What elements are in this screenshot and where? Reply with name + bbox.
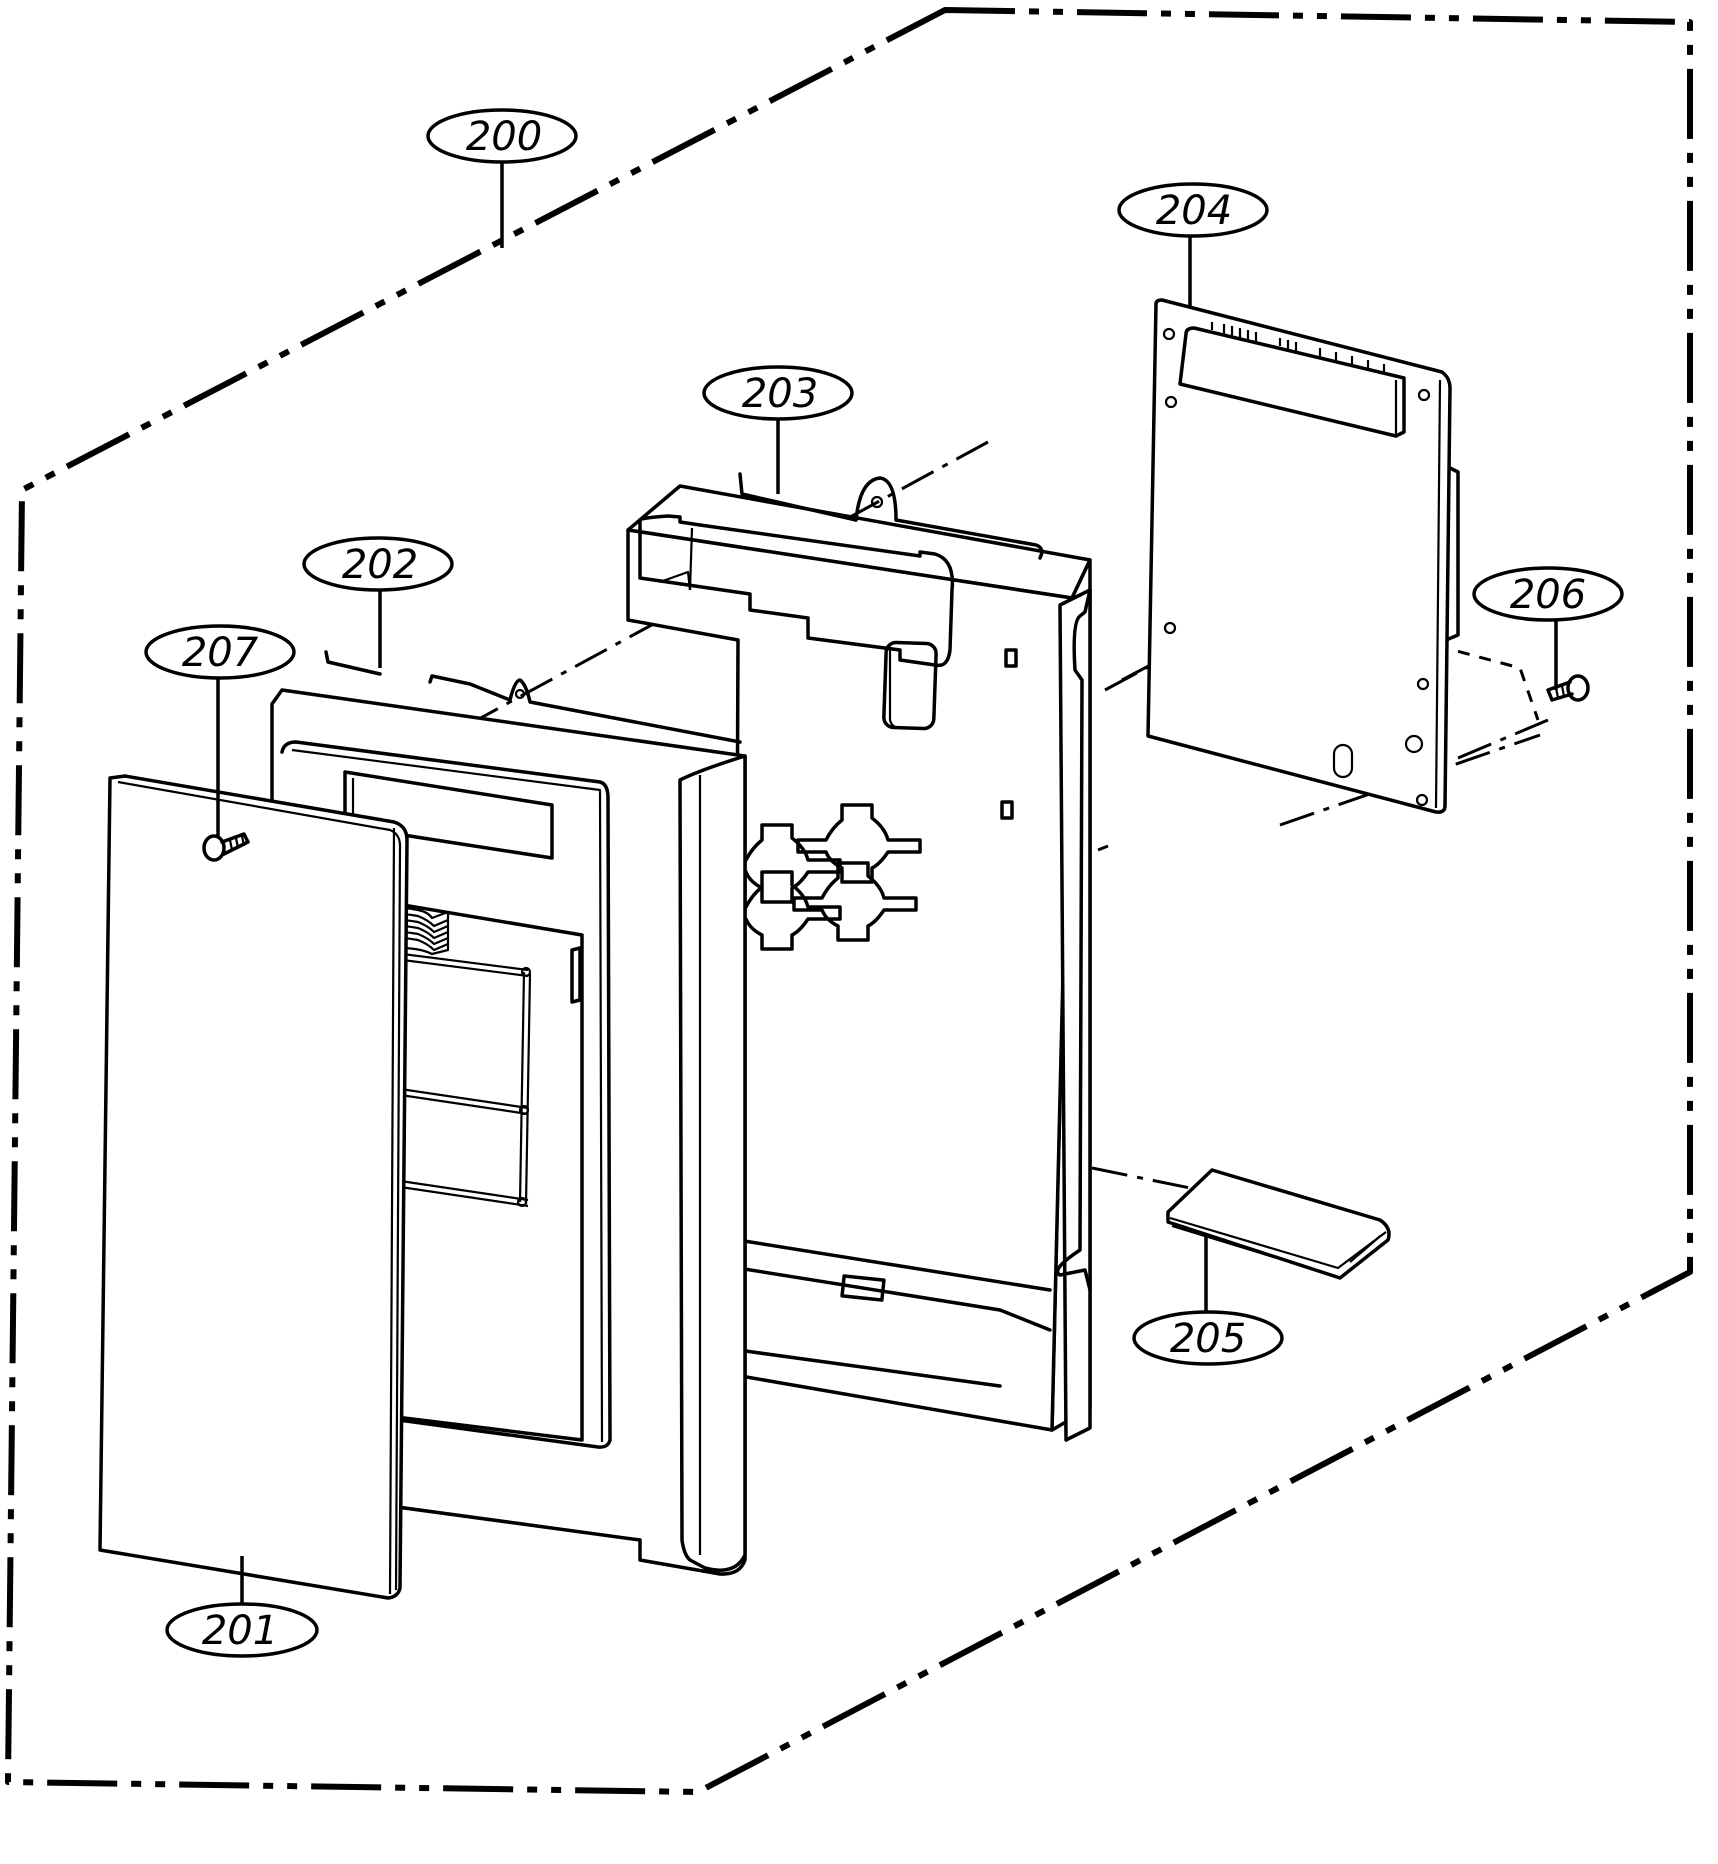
assembly-boundary-frame [5, 7, 1693, 1795]
callout-206: 206 [1472, 566, 1624, 622]
callout-203-label: 203 [742, 371, 818, 417]
callout-202: 202 [302, 536, 454, 592]
alignment-line-205 [1091, 1166, 1201, 1192]
callout-200-label: 200 [466, 114, 542, 160]
callout-207-label: 207 [182, 630, 259, 676]
callout-204-label: 204 [1156, 188, 1232, 234]
keypad-cutouts [716, 803, 922, 951]
callout-204: 204 [1117, 182, 1269, 238]
part-204-pcb [1146, 298, 1460, 814]
callout-201-label: 201 [202, 1608, 278, 1654]
part-207-screw [202, 832, 250, 862]
callout-206-label: 206 [1510, 572, 1586, 618]
callout-205-label: 205 [1170, 1316, 1246, 1362]
part-201-cover-panel [98, 774, 409, 1600]
part-205-component [1166, 1168, 1391, 1280]
callout-207: 207 [144, 624, 296, 680]
alignment-line-pcb-right [1457, 718, 1549, 760]
part-206-screw [1546, 674, 1590, 702]
callout-202-label: 202 [342, 542, 418, 588]
callout-203: 203 [702, 365, 854, 421]
callout-200: 200 [426, 108, 578, 164]
callout-201: 201 [165, 1602, 319, 1658]
callout-205: 205 [1132, 1310, 1284, 1366]
alignment-line-203-right [1097, 844, 1109, 852]
